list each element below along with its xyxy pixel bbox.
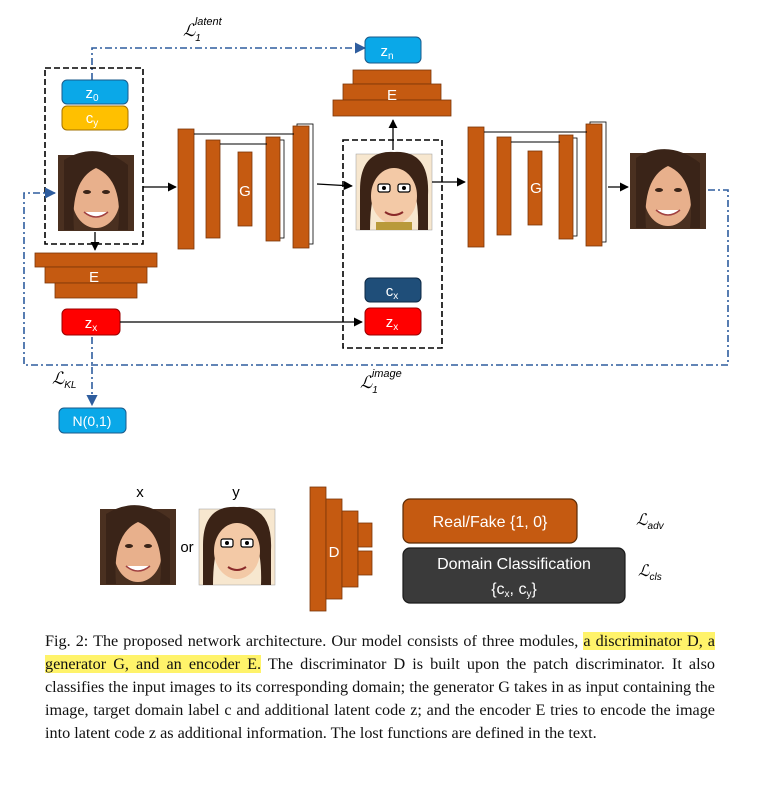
latent-loss-label: ℒ1latent [183, 16, 223, 44]
image-loss-path [23, 187, 729, 366]
svg-text:cy: cy [86, 110, 99, 129]
svg-text:zn: zn [380, 43, 393, 62]
encoder-top: E [332, 69, 452, 117]
real-face-disc [100, 505, 176, 585]
image-loss-label: ℒ1image [360, 368, 402, 396]
zx-box-left: zx [61, 308, 121, 336]
svg-text:G: G [530, 180, 542, 197]
input-dashed-box [44, 67, 144, 245]
generator-1: G [177, 123, 314, 250]
domain-classification-output: Domain Classification {cx, cy} [402, 547, 626, 604]
svg-text:z0: z0 [85, 85, 99, 104]
svg-text:{cx, cy}: {cx, cy} [491, 581, 537, 600]
svg-text:E: E [387, 87, 397, 104]
cls-loss-label: ℒcls [638, 563, 662, 583]
or-label: or [180, 539, 193, 556]
x-label: x [136, 484, 144, 501]
svg-text:N(0,1): N(0,1) [73, 413, 112, 429]
adv-loss-label: ℒadv [636, 512, 665, 532]
real-face-reconstructed [630, 149, 706, 229]
fake-dashed-box [342, 139, 443, 349]
architecture-diagram: ℒ1latent zn E z0 cy E [23, 16, 729, 612]
real-fake-output: Real/Fake {1, 0} [402, 498, 578, 544]
arrow-g1-to-fake [316, 180, 353, 191]
z0-box: z0 [61, 79, 129, 105]
y-label: y [232, 484, 240, 501]
svg-text:zx: zx [386, 314, 399, 333]
svg-text:cx: cx [386, 283, 399, 302]
svg-text:G: G [239, 183, 251, 200]
figure-caption: Fig. 2: The proposed network architectur… [45, 630, 715, 745]
cartoon-face-disc [198, 506, 276, 586]
cy-box: cy [61, 105, 129, 131]
cartoon-face-generated [355, 151, 433, 231]
cx-box: cx [364, 277, 422, 303]
svg-text:D: D [329, 544, 340, 561]
latent-loss-path [91, 42, 367, 80]
svg-text:Domain Classification: Domain Classification [437, 556, 591, 573]
zx-box-right: zx [364, 307, 422, 336]
discriminator-network: D [309, 486, 373, 612]
caption-part2: The discriminator D is built upon the pa… [45, 655, 715, 742]
encoder-bottom: E [34, 252, 158, 299]
kl-loss-label: ℒKL [52, 369, 76, 391]
svg-text:E: E [89, 269, 99, 286]
generator-2: G [467, 121, 607, 248]
svg-text:zx: zx [85, 315, 98, 334]
svg-text:Real/Fake {1, 0}: Real/Fake {1, 0} [433, 514, 548, 531]
caption-part1: Fig. 2: The proposed network architectur… [45, 632, 584, 650]
zn-box: zn [364, 36, 422, 64]
normal-dist-box: N(0,1) [58, 407, 127, 434]
real-face-input [58, 151, 134, 231]
